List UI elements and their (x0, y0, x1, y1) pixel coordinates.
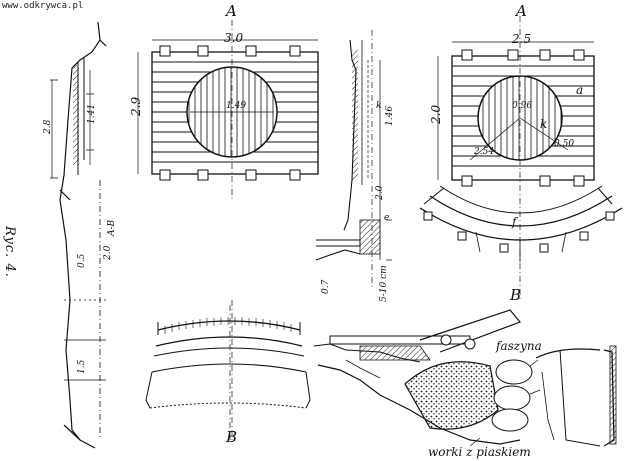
dim-side-20: 2.0 (429, 104, 443, 124)
dim-diameter-149: 1.49 (226, 101, 247, 111)
section-label-ab: A-B (107, 219, 117, 236)
label-k: k (540, 117, 548, 131)
dim-mid-146: 1.46 (385, 105, 395, 126)
label-faszyna: faszyna (496, 339, 542, 353)
dim-mid-k: k (376, 101, 382, 111)
dim-left-141: 1.41 (87, 103, 97, 124)
dim-mid-20: 2.0 (375, 185, 385, 200)
plan-view-1 (137, 20, 319, 440)
section-marker-a-2: A (516, 2, 527, 20)
trench-cross-section (313, 309, 617, 447)
dim-left-20: 2.0 (103, 245, 113, 260)
dim-top-30: 3.0 (224, 31, 244, 45)
dim-050: 0.50 (554, 139, 575, 149)
figure-caption: Ryc. 4. (2, 226, 17, 278)
middle-section-view (315, 30, 392, 290)
dim-mid-e: e (384, 213, 390, 223)
label-f: f (512, 215, 517, 229)
label-a: a (576, 83, 584, 97)
curved-elevation (145, 305, 311, 440)
dim-254: 2.54 (474, 147, 495, 157)
dim-top-25: 2.5 (512, 32, 532, 46)
dim-side-29: 2.9 (129, 96, 143, 116)
watermark-text: www.odkrywca.pl (2, 1, 84, 11)
dim-left-28: 2.8 (43, 119, 53, 134)
dim-mid-5-10cm: 5-10 cm (379, 265, 389, 302)
section-marker-b-2: B (510, 286, 522, 304)
dim-096: 0.96 (512, 101, 533, 111)
dim-mid-07: 0.7 (321, 279, 331, 294)
label-sandbags: worki z piaskiem (428, 445, 531, 459)
section-marker-b-1: B (226, 428, 238, 446)
left-section-view (50, 21, 107, 449)
section-marker-a-1: A (226, 2, 237, 20)
plan-view-2 (419, 16, 623, 300)
dim-left-05: 0.5 (77, 253, 87, 268)
dim-left-15: 1.5 (77, 359, 87, 374)
